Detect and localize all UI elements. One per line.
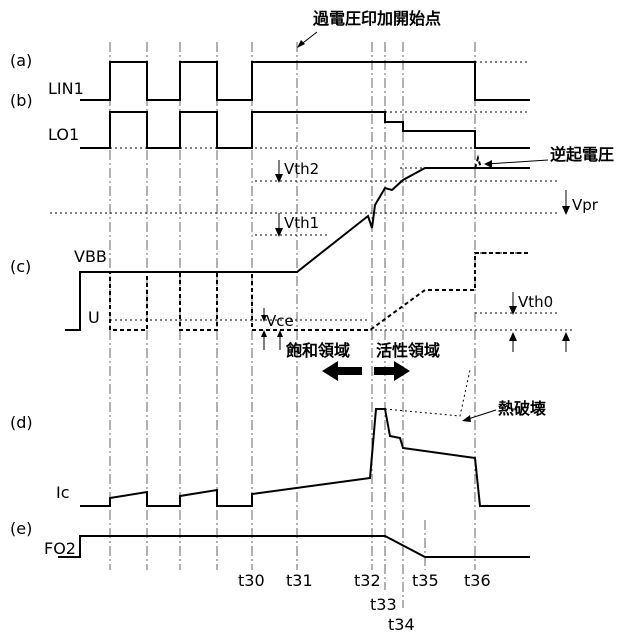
vpr-label: Vpr: [572, 196, 599, 214]
time-label-t35: t35: [412, 571, 439, 590]
vpr-lower-arrowhead: [562, 332, 570, 341]
lo1-waveform: [80, 112, 530, 148]
overvoltage-start-arrowhead: [297, 40, 305, 48]
time-label-t32: t32: [354, 571, 381, 590]
signal-label-lin1: LIN1: [48, 79, 84, 98]
saturation-region-arrow: [322, 361, 362, 381]
reverse-voltage-pointer: [487, 160, 548, 164]
panel-label-b: (b): [10, 91, 33, 110]
panel-e: (e) FO2: [10, 519, 530, 558]
saturation-region-label: 飽和領域: [285, 341, 350, 360]
panel-label-e: (e): [10, 519, 32, 538]
vce-arrowhead-up: [261, 330, 267, 337]
vth0-arrowhead: [509, 306, 517, 315]
signal-label-u: U: [88, 308, 100, 327]
fo2-waveform: [58, 536, 530, 557]
panel-label-d: (d): [10, 413, 33, 432]
vth0-lower-arrowhead: [509, 332, 517, 341]
overvoltage-start-annotation: 過電圧印加開始点: [297, 9, 441, 48]
reverse-voltage-arrowhead: [484, 160, 492, 168]
panel-a: (a) LIN1: [10, 51, 530, 100]
active-region-arrow: [374, 361, 410, 381]
vth0-label: Vth0: [518, 293, 553, 311]
thermal-breakdown-annotation: 熱破壊: [385, 370, 547, 422]
time-labels: t30 t31 t32 t33 t34 t35 t36: [238, 571, 491, 634]
panel-c: (c) VBB U Vth2 Vth1 Vpr Vth0: [10, 158, 599, 352]
reverse-voltage-label: 逆起電圧: [550, 145, 614, 164]
overvoltage-start-label: 過電圧印加開始点: [312, 9, 441, 28]
panel-d: (d) Ic: [10, 409, 530, 506]
time-label-t31: t31: [286, 571, 313, 590]
signal-label-vbb: VBB: [74, 247, 107, 266]
signal-label-ic: Ic: [56, 483, 70, 502]
signal-label-fo2: FO2: [44, 539, 76, 558]
vce-second-arrowhead: [277, 330, 283, 337]
vpr-arrowhead: [562, 206, 570, 215]
time-label-t36: t36: [464, 571, 491, 590]
vth2-label: Vth2: [284, 160, 319, 178]
active-region-label: 活性領域: [376, 341, 440, 360]
signal-label-lo1: LO1: [48, 125, 79, 144]
vth1-label: Vth1: [284, 214, 319, 232]
thermal-breakdown-arrowhead: [462, 415, 471, 422]
panel-label-c: (c): [10, 257, 31, 276]
thermal-breakdown-label: 熱破壊: [498, 399, 547, 418]
time-label-t30: t30: [238, 571, 265, 590]
vth1-arrowhead: [275, 228, 283, 237]
region-annotations: 飽和領域 活性領域: [285, 341, 440, 381]
panel-label-a: (a): [10, 51, 32, 70]
lin1-waveform: [80, 62, 530, 100]
reverse-voltage-spike: [475, 158, 481, 168]
time-label-t33: t33: [370, 595, 397, 614]
vth2-arrowhead: [275, 174, 283, 183]
vce-label: Vce: [266, 312, 294, 330]
time-label-t34: t34: [388, 615, 415, 634]
